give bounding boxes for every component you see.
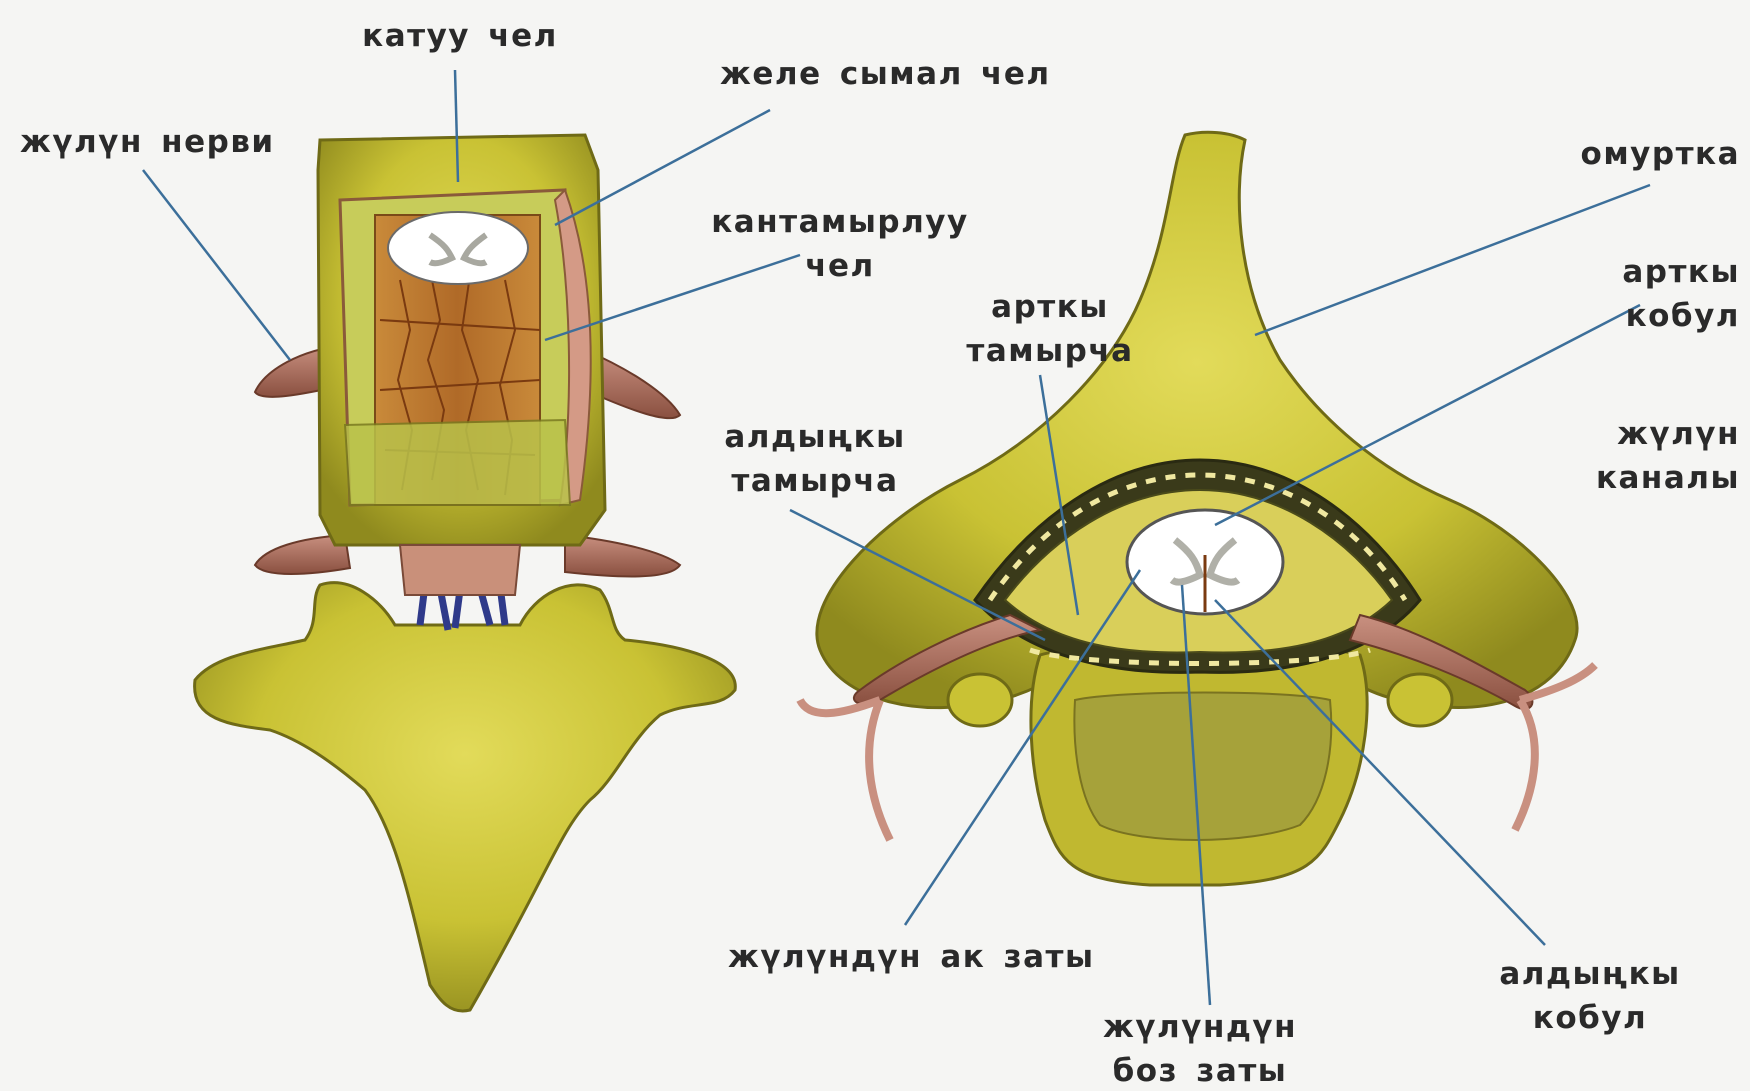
transverse-foramen-left (948, 674, 1012, 726)
label-kantamyrluu-chel: кантамырлуу чел (700, 200, 980, 288)
label-aldynky-kobul: алдыңкы кобул (1480, 952, 1700, 1040)
label-zhulun-kanaly: жүлүн каналы (1530, 412, 1740, 500)
label-katuu-chel: катуу чел (355, 14, 565, 58)
label-omurtka: омуртка (1480, 132, 1740, 176)
lower-vertebra (195, 583, 736, 1011)
label-boz-zat: жүлүндүн боз заты (1080, 1005, 1320, 1091)
transverse-foramen-right (1388, 674, 1452, 726)
label-aldynky-tamyrcha: алдыңкы тамырча (700, 415, 930, 503)
pointer-zhulun-nervi (143, 170, 290, 360)
vertebral-body-inner (1074, 693, 1331, 841)
nerve-branch-left (800, 700, 890, 840)
label-zhele-symal-chel: желе сымал чел (720, 52, 1051, 96)
cord-cross-section-top (388, 212, 528, 284)
label-ak-zat: жүлүндүн ак заты (728, 935, 1095, 979)
label-artky-kobul: арткы кобул (1530, 250, 1740, 338)
label-zhulun-nervi: жүлүн нерви (20, 120, 275, 164)
cord-stem (400, 545, 520, 595)
label-artky-tamyrcha: арткы тамырча (935, 285, 1165, 373)
left-vertebra-figure (195, 135, 736, 1011)
pia-mater-lower (345, 420, 570, 505)
